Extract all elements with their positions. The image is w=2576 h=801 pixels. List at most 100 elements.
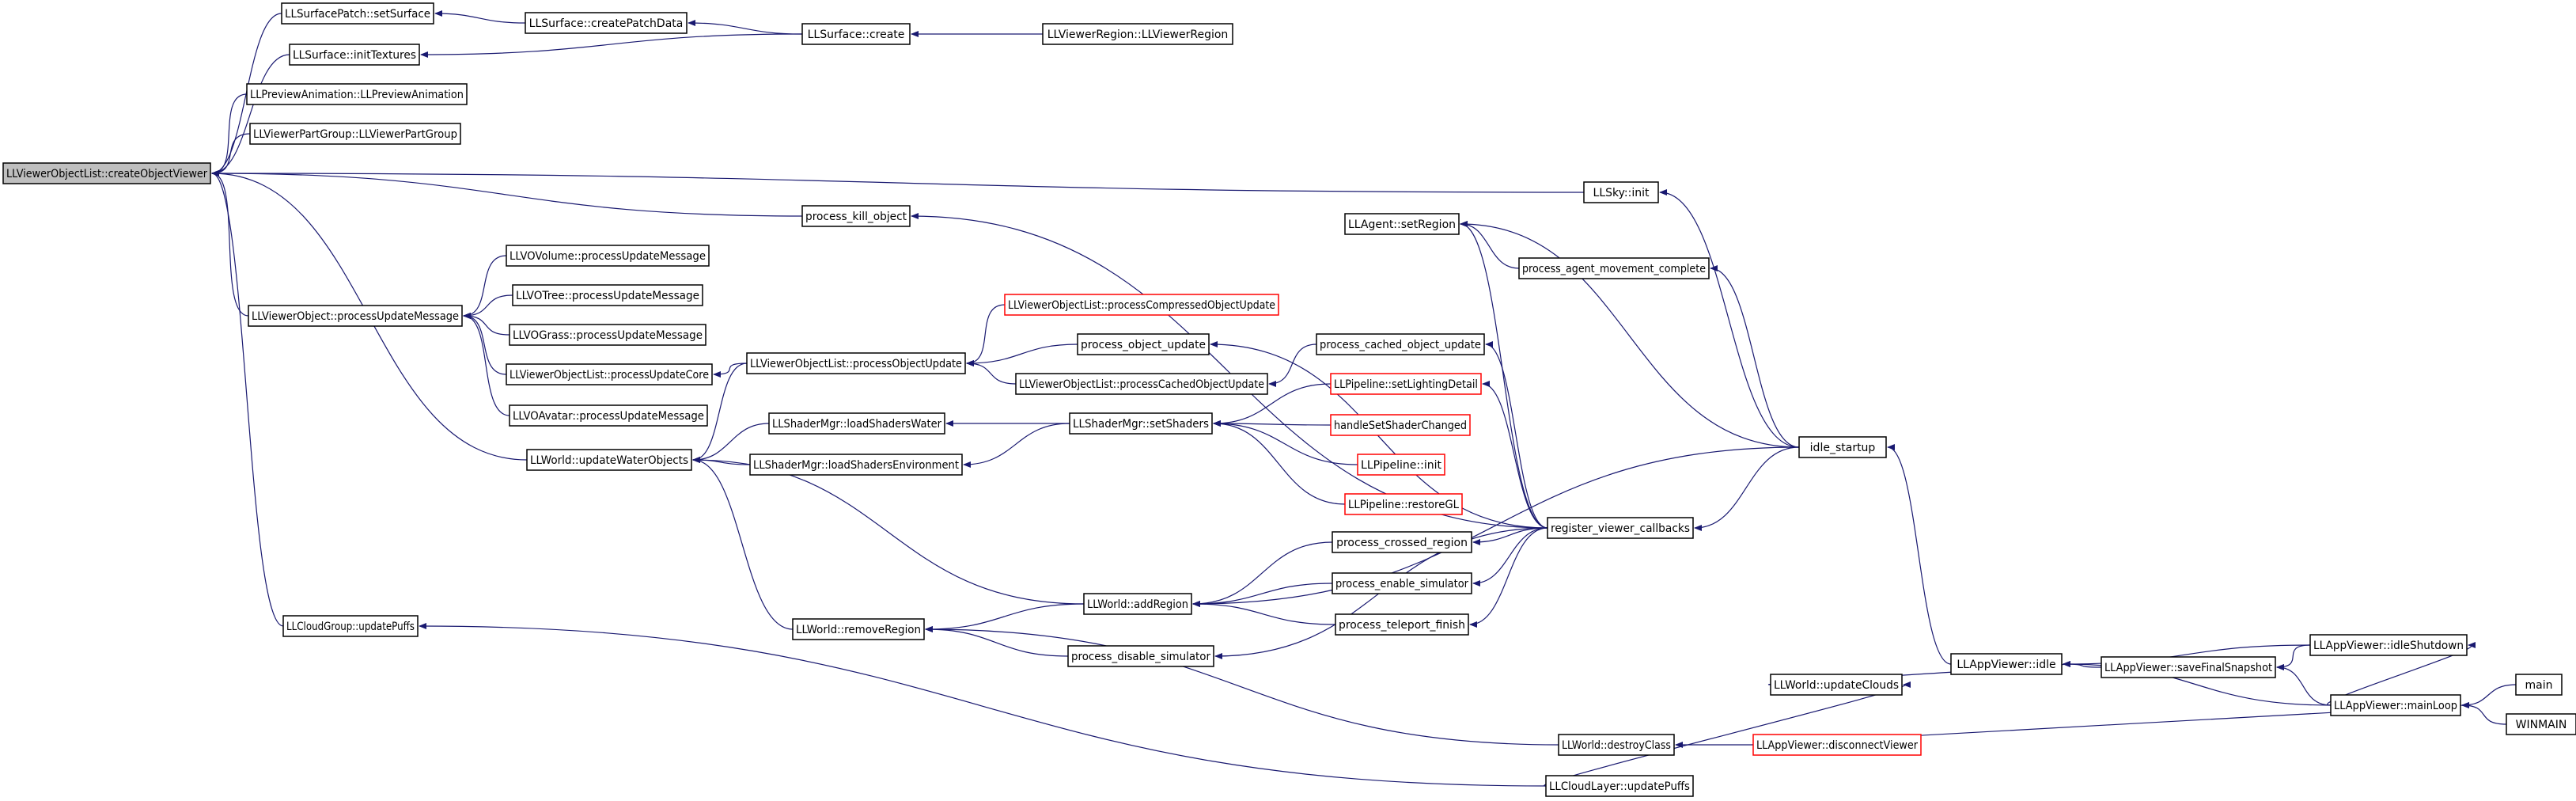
node-box[interactable]	[768, 412, 945, 435]
node-box[interactable]	[1950, 653, 2063, 675]
node-llshadermgr-loadshadersenvironment[interactable]: LLShaderMgr::loadShadersEnvironment	[749, 454, 963, 476]
node-llappviewer-idleshutdown[interactable]: LLAppViewer::idleShutdown	[2309, 634, 2468, 656]
node-winmain[interactable]: WINMAIN	[2506, 713, 2576, 735]
node-box[interactable]	[1330, 373, 1482, 395]
node-llappviewer-savefinalsnapshot[interactable]: LLAppViewer::saveFinalSnapshot	[2101, 656, 2276, 678]
node-llshadermgr-loadshaderswater[interactable]: LLShaderMgr::loadShadersWater	[768, 412, 945, 435]
node-box[interactable]	[1770, 674, 1903, 696]
node-box[interactable]	[1547, 517, 1694, 539]
node-llviewerobjectlist-processupdatecore[interactable]: LLViewerObjectList::processUpdateCore	[506, 363, 713, 385]
node-box[interactable]	[1583, 181, 1659, 203]
node-llvoavatar-processupdatemessage[interactable]: LLVOAvatar::processUpdateMessage	[509, 404, 708, 427]
node-llviewerobjectlist-processcachedobjectupdate[interactable]: LLViewerObjectList::processCachedObjectU…	[1015, 373, 1268, 395]
node-handlesetshaderchanged[interactable]: handleSetShaderChanged	[1330, 414, 1471, 436]
node-llsurface-inittextures[interactable]: LLSurface::initTextures	[289, 44, 420, 66]
node-llpipeline-setlightingdetail[interactable]: LLPipeline::setLightingDetail	[1330, 373, 1482, 395]
node-llsky-init[interactable]: LLSky::init	[1583, 181, 1659, 203]
node-box[interactable]	[506, 245, 710, 267]
node-box[interactable]	[1357, 454, 1445, 476]
node-box[interactable]	[506, 363, 713, 385]
node-process-teleport-finish[interactable]: process_teleport_finish	[1335, 613, 1469, 636]
node-box[interactable]	[1344, 213, 1460, 235]
node-box[interactable]	[509, 404, 708, 427]
node-llviewerobjectlist-processcompressedobjectupdate[interactable]: LLViewerObjectList::processCompressedObj…	[1004, 294, 1279, 316]
node-llworld-addregion[interactable]: LLWorld::addRegion	[1083, 593, 1192, 615]
node-box[interactable]	[1069, 412, 1213, 435]
node-box[interactable]	[1067, 645, 1214, 667]
node-box[interactable]	[1015, 373, 1268, 395]
node-box[interactable]	[1798, 436, 1887, 458]
node-box[interactable]	[1545, 775, 1694, 797]
node-box[interactable]	[249, 123, 461, 145]
node-box[interactable]	[2101, 656, 2276, 678]
node-llagent-setregion[interactable]: LLAgent::setRegion	[1344, 213, 1460, 235]
node-process-crossed-region[interactable]: process_crossed_region	[1332, 531, 1472, 553]
node-box[interactable]	[289, 44, 420, 66]
node-box[interactable]	[526, 449, 692, 471]
node-box[interactable]	[1344, 493, 1463, 515]
node-llsurfacepatch-setsurface[interactable]: LLSurfacePatch::setSurface	[281, 2, 434, 25]
node-llworld-removeregion[interactable]: LLWorld::removeRegion	[792, 618, 925, 640]
node-register-viewer-callbacks[interactable]: register_viewer_callbacks	[1547, 517, 1694, 539]
node-llappviewer-disconnectviewer[interactable]: LLAppViewer::disconnectViewer	[1752, 734, 1922, 756]
node-llviewerobject-processupdatemessage[interactable]: LLViewerObject::processUpdateMessage	[248, 305, 463, 327]
node-process-kill-object[interactable]: process_kill_object	[801, 205, 911, 227]
node-llsurface-createpatchdata[interactable]: LLSurface::createPatchData	[525, 12, 688, 34]
node-box[interactable]	[746, 352, 966, 374]
node-process-disable-simulator[interactable]: process_disable_simulator	[1067, 645, 1214, 667]
node-llpipeline-restoregl[interactable]: LLPipeline::restoreGL	[1344, 493, 1463, 515]
node-llcloudgroup-updatepuffs[interactable]: LLCloudGroup::updatePuffs	[282, 615, 419, 637]
node-llviewerobjectlist-processobjectupdate[interactable]: LLViewerObjectList::processObjectUpdate	[746, 352, 966, 374]
node-box[interactable]	[246, 83, 468, 105]
node-llappviewer-idle[interactable]: LLAppViewer::idle	[1950, 653, 2063, 675]
node-process-cached-object-update[interactable]: process_cached_object_update	[1316, 333, 1485, 355]
node-llworld-destroyclass[interactable]: LLWorld::destroyClass	[1558, 734, 1675, 756]
node-box[interactable]	[248, 305, 463, 327]
node-process-agent-movement-complete[interactable]: process_agent_movement_complete	[1518, 257, 1710, 279]
node-box[interactable]	[2, 162, 211, 184]
node-box[interactable]	[2330, 694, 2461, 716]
node-llvotree-processupdatemessage[interactable]: LLVOTree::processUpdateMessage	[512, 284, 703, 306]
node-idle-startup[interactable]: idle_startup	[1798, 436, 1887, 458]
node-box[interactable]	[801, 205, 911, 227]
node-box[interactable]	[2309, 634, 2468, 656]
node-box[interactable]	[1332, 531, 1472, 553]
node-llviewerpartgroup-llviewerpartgroup[interactable]: LLViewerPartGroup::LLViewerPartGroup	[249, 123, 461, 145]
node-box[interactable]	[509, 324, 707, 346]
node-box[interactable]	[525, 12, 688, 34]
node-llviewerregion-llviewerregion[interactable]: LLViewerRegion::LLViewerRegion	[1042, 23, 1233, 45]
node-box[interactable]	[1004, 294, 1279, 316]
node-box[interactable]	[1332, 572, 1472, 594]
node-main[interactable]: main	[2515, 674, 2563, 696]
node-llvograss-processupdatemessage[interactable]: LLVOGrass::processUpdateMessage	[509, 324, 707, 346]
node-box[interactable]	[1752, 734, 1922, 756]
node-box[interactable]	[801, 23, 911, 45]
node-box[interactable]	[282, 615, 419, 637]
node-llviewerobjectlist-createobjectviewer[interactable]: LLViewerObjectList::createObjectViewer	[2, 162, 211, 184]
node-llworld-updateclouds[interactable]: LLWorld::updateClouds	[1770, 674, 1903, 696]
node-llappviewer-mainloop[interactable]: LLAppViewer::mainLoop	[2330, 694, 2461, 716]
node-process-object-update[interactable]: process_object_update	[1077, 333, 1210, 355]
node-box[interactable]	[2515, 674, 2563, 696]
node-box[interactable]	[2506, 713, 2576, 735]
node-llpipeline-init[interactable]: LLPipeline::init	[1357, 454, 1445, 476]
node-box[interactable]	[1077, 333, 1210, 355]
node-llworld-updatewaterobjects[interactable]: LLWorld::updateWaterObjects	[526, 449, 692, 471]
node-box[interactable]	[281, 2, 434, 25]
node-box[interactable]	[749, 454, 963, 476]
node-llshadermgr-setshaders[interactable]: LLShaderMgr::setShaders	[1069, 412, 1213, 435]
node-llvovolume-processupdatemessage[interactable]: LLVOVolume::processUpdateMessage	[506, 245, 710, 267]
node-box[interactable]	[1518, 257, 1710, 279]
node-box[interactable]	[792, 618, 925, 640]
node-llcloudlayer-updatepuffs[interactable]: LLCloudLayer::updatePuffs	[1545, 775, 1694, 797]
node-box[interactable]	[1042, 23, 1233, 45]
node-box[interactable]	[1083, 593, 1192, 615]
node-llpreviewanimation-llpreviewanimation[interactable]: LLPreviewAnimation::LLPreviewAnimation	[246, 83, 468, 105]
node-box[interactable]	[512, 284, 703, 306]
node-box[interactable]	[1335, 613, 1469, 636]
node-process-enable-simulator[interactable]: process_enable_simulator	[1332, 572, 1472, 594]
node-box[interactable]	[1316, 333, 1485, 355]
node-box[interactable]	[1558, 734, 1675, 756]
node-llsurface-create[interactable]: LLSurface::create	[801, 23, 911, 45]
node-box[interactable]	[1330, 414, 1471, 436]
